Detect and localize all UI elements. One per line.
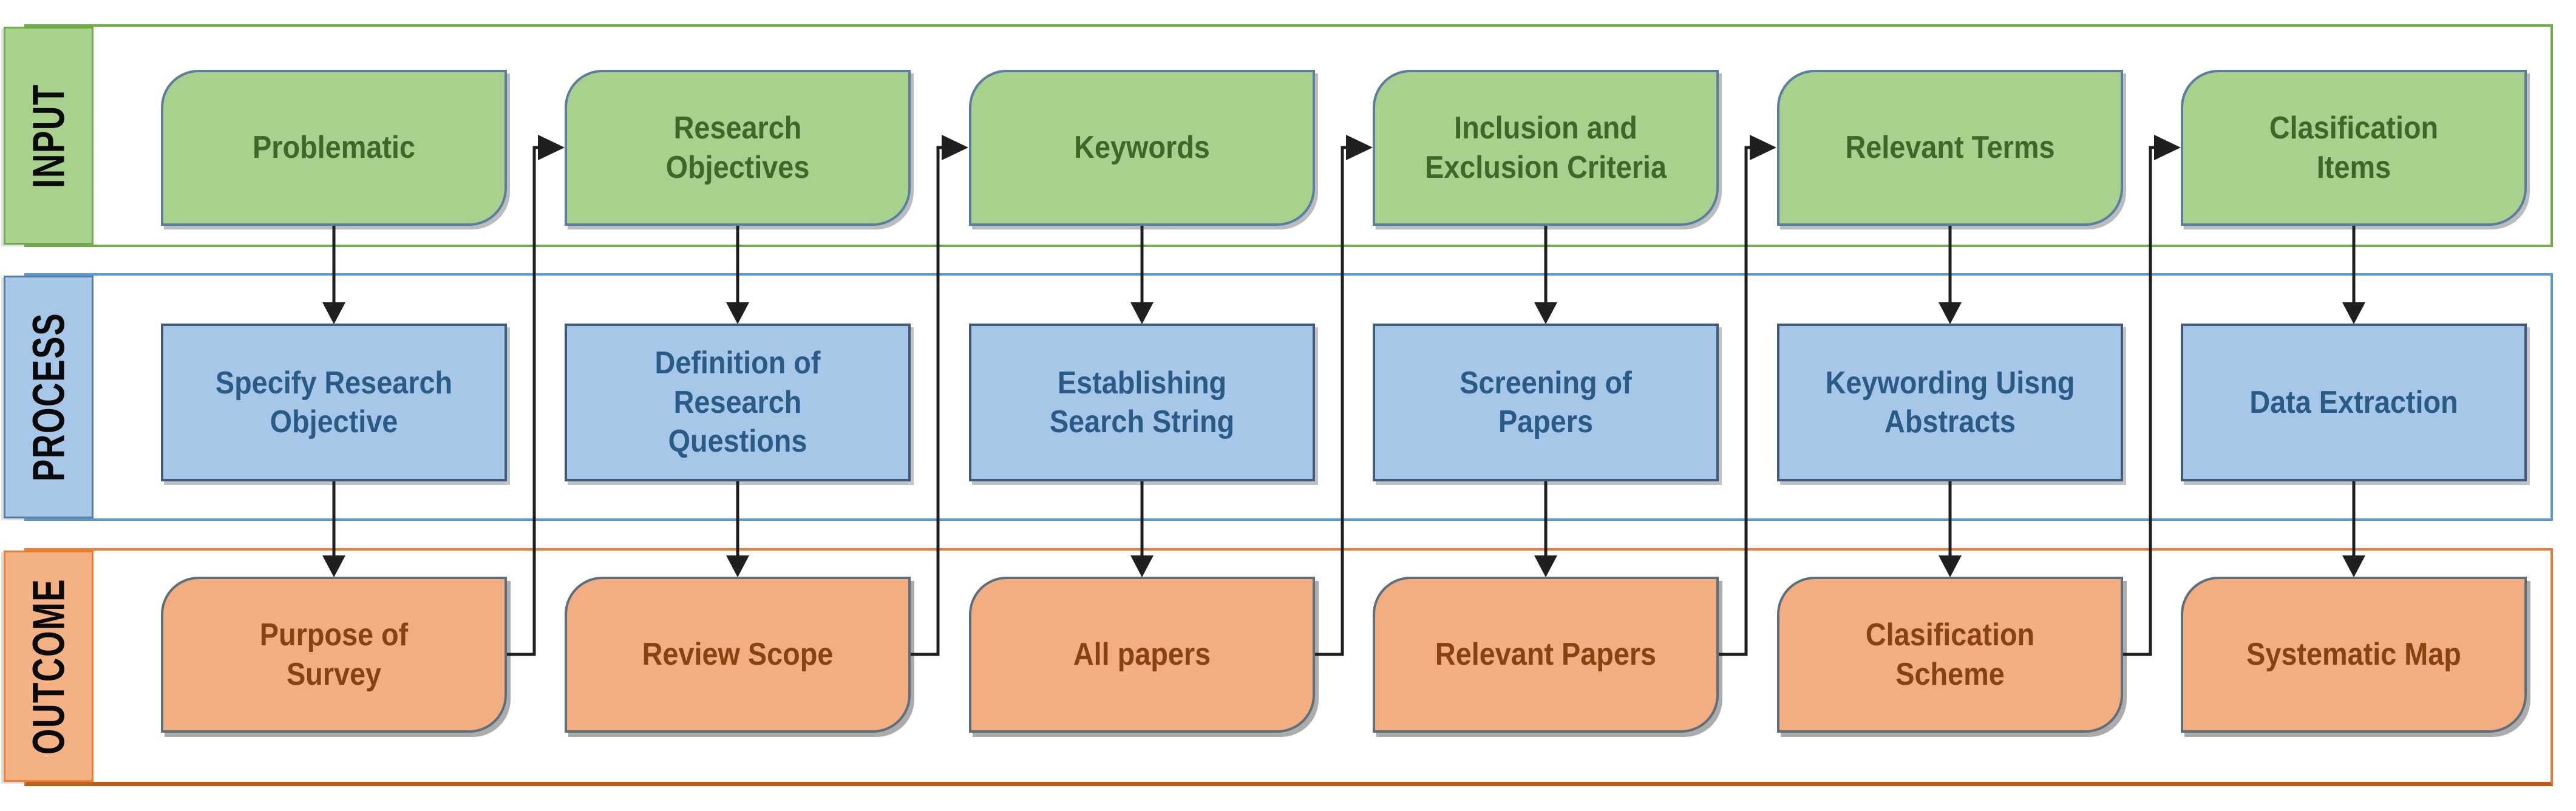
process-box-label: Establishing Search String (1049, 365, 1235, 439)
process-box-label: Definition of Research Questions (654, 345, 821, 460)
outcome-box-label: Review Scope (642, 637, 834, 673)
input-box-label: Clasification Items (2269, 110, 2439, 185)
process-box-label: Keywording Uisng Abstracts (1825, 365, 2075, 439)
band-label-process: PROCESS (4, 276, 93, 518)
input-box: Inclusion and Exclusion Criteria (1373, 70, 1719, 226)
band-label-input: INPUT (4, 27, 93, 245)
outcome-box: Clasification Scheme (1777, 577, 2123, 733)
process-box: Establishing Search String (969, 324, 1315, 481)
outcome-box: Systematic Map (2181, 577, 2527, 733)
outcome-box-label: Clasification Scheme (1865, 617, 2035, 692)
outcome-box: Relevant Papers (1373, 577, 1719, 733)
outcome-box: All papers (969, 577, 1315, 733)
process-box: Definition of Research Questions (565, 324, 911, 481)
outcome-box-label: Systematic Map (2246, 637, 2461, 673)
outcome-box-label: All papers (1073, 637, 1211, 673)
process-box: Screening of Papers (1373, 324, 1719, 481)
input-box-label: Problematic (253, 130, 415, 166)
input-box: Relevant Terms (1777, 70, 2123, 226)
input-box: Keywords (969, 70, 1315, 226)
process-box-label: Data Extraction (2249, 384, 2458, 420)
input-box: Research Objectives (565, 70, 911, 226)
band-label-outcome: OUTCOME (4, 551, 93, 782)
input-box: Clasification Items (2181, 70, 2527, 226)
outcome-box-label: Purpose of Survey (259, 617, 409, 692)
outcome-box-label: Relevant Papers (1435, 637, 1657, 673)
input-box-label: Keywords (1074, 130, 1210, 166)
input-box-label: Relevant Terms (1845, 130, 2055, 166)
process-box-label: Specify Research Objective (215, 365, 453, 439)
process-box: Specify Research Objective (161, 324, 507, 481)
input-box: Problematic (161, 70, 507, 226)
band-label-input-text: INPUT (23, 83, 74, 188)
band-label-outcome-text: OUTCOME (23, 578, 74, 755)
band-label-process-text: PROCESS (23, 312, 74, 482)
process-box-label: Screening of Papers (1460, 365, 1632, 439)
input-box-label: Research Objectives (665, 110, 810, 185)
process-box: Data Extraction (2181, 324, 2527, 481)
process-box: Keywording Uisng Abstracts (1777, 324, 2123, 481)
outcome-box: Purpose of Survey (161, 577, 507, 733)
input-box-label: Inclusion and Exclusion Criteria (1425, 110, 1667, 185)
outcome-box: Review Scope (565, 577, 911, 733)
